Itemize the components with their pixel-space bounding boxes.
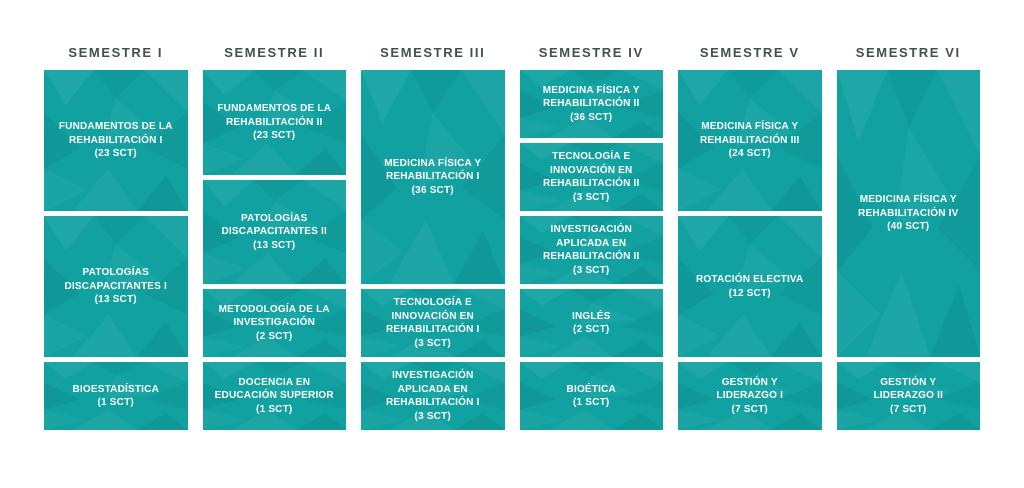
course-credits: (24 SCT) bbox=[728, 148, 771, 160]
course-title: PATOLOGÍAS DISCAPACITANTES I bbox=[64, 267, 167, 292]
course-title: BIOÉTICA bbox=[566, 383, 616, 395]
course-title: PATOLOGÍAS DISCAPACITANTES II bbox=[221, 212, 327, 238]
course-block: INVESTIGACIÓN APLICADA EN REHABILITACIÓN… bbox=[361, 362, 505, 430]
course-block: GESTIÓN Y LIDERAZGO I (7 SCT) bbox=[678, 362, 822, 430]
course-title: BIOESTADÍSTICA bbox=[72, 383, 159, 395]
semester-column-1: SEMESTRE I FUNDAMENTOS DE LA REHABILITAC… bbox=[44, 45, 188, 430]
course-credits: (13 SCT) bbox=[253, 239, 296, 251]
course-credits: (40 SCT) bbox=[887, 221, 930, 233]
course-block: GESTIÓN Y LIDERAZGO II (7 SCT) bbox=[836, 362, 980, 430]
course-credits: (13 SCT) bbox=[94, 294, 137, 306]
course-block: FUNDAMENTOS DE LA REHABILITACIÓN II (23 … bbox=[202, 70, 346, 175]
course-credits: (3 SCT) bbox=[414, 337, 451, 349]
course-title: MEDICINA FÍSICA Y REHABILITACIÓN I bbox=[384, 157, 482, 183]
course-title: FUNDAMENTOS DE LA REHABILITACIÓN II bbox=[217, 103, 332, 128]
course-title: GESTIÓN Y LIDERAZGO I bbox=[716, 376, 784, 402]
course-credits: (3 SCT) bbox=[414, 410, 451, 422]
course-title: MEDICINA FÍSICA Y REHABILITACIÓN III bbox=[699, 121, 800, 146]
course-title: INVESTIGACIÓN APLICADA EN REHABILITACIÓN… bbox=[385, 370, 480, 408]
semester-column-5: SEMESTRE V MEDICINA FÍSICA Y REHABILITAC… bbox=[678, 45, 822, 430]
semester-column-6: SEMESTRE VI MEDICINA FÍSICA Y REHABILITA… bbox=[836, 45, 980, 430]
course-credits: (36 SCT) bbox=[570, 111, 613, 123]
semester-1-header: SEMESTRE I bbox=[68, 45, 164, 60]
course-credits: (1 SCT) bbox=[256, 403, 293, 415]
semester-2-header: SEMESTRE II bbox=[224, 45, 325, 60]
course-credits: (7 SCT) bbox=[890, 403, 927, 415]
semester-4-header: SEMESTRE IV bbox=[538, 45, 644, 60]
course-block: MEDICINA FÍSICA Y REHABILITACIÓN II (36 … bbox=[519, 70, 663, 138]
semester-3-blocks: MEDICINA FÍSICA Y REHABILITACIÓN I (36 S… bbox=[361, 70, 505, 430]
course-title: INVESTIGACIÓN APLICADA EN REHABILITACIÓN… bbox=[542, 224, 640, 262]
course-title: ROTACIÓN ELECTIVA bbox=[696, 274, 804, 285]
course-title: INGLÉS bbox=[572, 310, 611, 322]
semester-6-blocks: MEDICINA FÍSICA Y REHABILITACIÓN IV (40 … bbox=[836, 70, 980, 430]
course-credits: (1 SCT) bbox=[573, 397, 610, 408]
course-title: FUNDAMENTOS DE LA REHABILITACIÓN I bbox=[58, 121, 173, 146]
semester-column-4: SEMESTRE IV MEDICINA FÍSICA Y REHABILITA… bbox=[519, 45, 663, 430]
course-credits: (7 SCT) bbox=[731, 403, 768, 415]
course-credits: (3 SCT) bbox=[573, 191, 610, 203]
course-title: TECNOLOGÍA E INNOVACIÓN EN REHABILITACIÓ… bbox=[542, 151, 640, 189]
course-block: PATOLOGÍAS DISCAPACITANTES I (13 SCT) bbox=[44, 216, 188, 357]
course-title: MEDICINA FÍSICA Y REHABILITACIÓN IV bbox=[858, 194, 959, 219]
semester-6-header: SEMESTRE VI bbox=[855, 45, 961, 60]
course-title: DOCENCIA EN EDUCACIÓN SUPERIOR bbox=[214, 376, 334, 402]
course-title: METODOLOGÍA DE LA INVESTIGACIÓN bbox=[218, 303, 330, 329]
course-block: ROTACIÓN ELECTIVA (12 SCT) bbox=[678, 216, 822, 357]
course-credits: (23 SCT) bbox=[253, 130, 296, 141]
course-credits: (3 SCT) bbox=[573, 264, 610, 276]
course-block: BIOESTADÍSTICA (1 SCT) bbox=[44, 362, 188, 430]
course-block: TECNOLOGÍA E INNOVACIÓN EN REHABILITACIÓ… bbox=[361, 289, 505, 357]
course-block: PATOLOGÍAS DISCAPACITANTES II (13 SCT) bbox=[202, 179, 346, 284]
course-credits: (1 SCT) bbox=[97, 397, 134, 408]
course-title: GESTIÓN Y LIDERAZGO II bbox=[873, 376, 944, 402]
semester-1-blocks: FUNDAMENTOS DE LA REHABILITACIÓN I (23 S… bbox=[44, 70, 188, 430]
course-block: MEDICINA FÍSICA Y REHABILITACIÓN IV (40 … bbox=[836, 70, 980, 357]
course-block: MEDICINA FÍSICA Y REHABILITACIÓN I (36 S… bbox=[361, 70, 505, 284]
semester-3-header: SEMESTRE III bbox=[380, 45, 486, 60]
course-credits: (23 SCT) bbox=[94, 148, 137, 160]
course-title: MEDICINA FÍSICA Y REHABILITACIÓN II bbox=[542, 84, 640, 110]
course-title: TECNOLOGÍA E INNOVACIÓN EN REHABILITACIÓ… bbox=[385, 297, 480, 335]
course-block: FUNDAMENTOS DE LA REHABILITACIÓN I (23 S… bbox=[44, 70, 188, 211]
course-credits: (2 SCT) bbox=[573, 324, 610, 335]
course-block: TECNOLOGÍA E INNOVACIÓN EN REHABILITACIÓ… bbox=[519, 143, 663, 211]
course-block: DOCENCIA EN EDUCACIÓN SUPERIOR (1 SCT) bbox=[202, 362, 346, 430]
course-credits: (12 SCT) bbox=[728, 287, 771, 299]
course-block: INGLÉS (2 SCT) bbox=[519, 289, 663, 357]
semester-5-header: SEMESTRE V bbox=[699, 45, 800, 60]
semester-column-2: SEMESTRE II FUNDAMENTOS DE LA REHABILITA… bbox=[202, 45, 346, 430]
course-credits: (2 SCT) bbox=[256, 330, 293, 342]
course-block: METODOLOGÍA DE LA INVESTIGACIÓN (2 SCT) bbox=[202, 289, 346, 357]
semester-5-blocks: MEDICINA FÍSICA Y REHABILITACIÓN III (24… bbox=[678, 70, 822, 430]
course-block: MEDICINA FÍSICA Y REHABILITACIÓN III (24… bbox=[678, 70, 822, 211]
semester-column-3: SEMESTRE III MEDICINA FÍSICA Y REHABILIT… bbox=[361, 45, 505, 430]
course-block: INVESTIGACIÓN APLICADA EN REHABILITACIÓN… bbox=[519, 216, 663, 284]
semester-4-blocks: MEDICINA FÍSICA Y REHABILITACIÓN II (36 … bbox=[519, 70, 663, 430]
semester-grid: SEMESTRE I FUNDAMENTOS DE LA REHABILITAC… bbox=[44, 45, 980, 430]
semester-2-blocks: FUNDAMENTOS DE LA REHABILITACIÓN II (23 … bbox=[202, 70, 346, 430]
course-credits: (36 SCT) bbox=[411, 184, 454, 196]
course-block: BIOÉTICA (1 SCT) bbox=[519, 362, 663, 430]
